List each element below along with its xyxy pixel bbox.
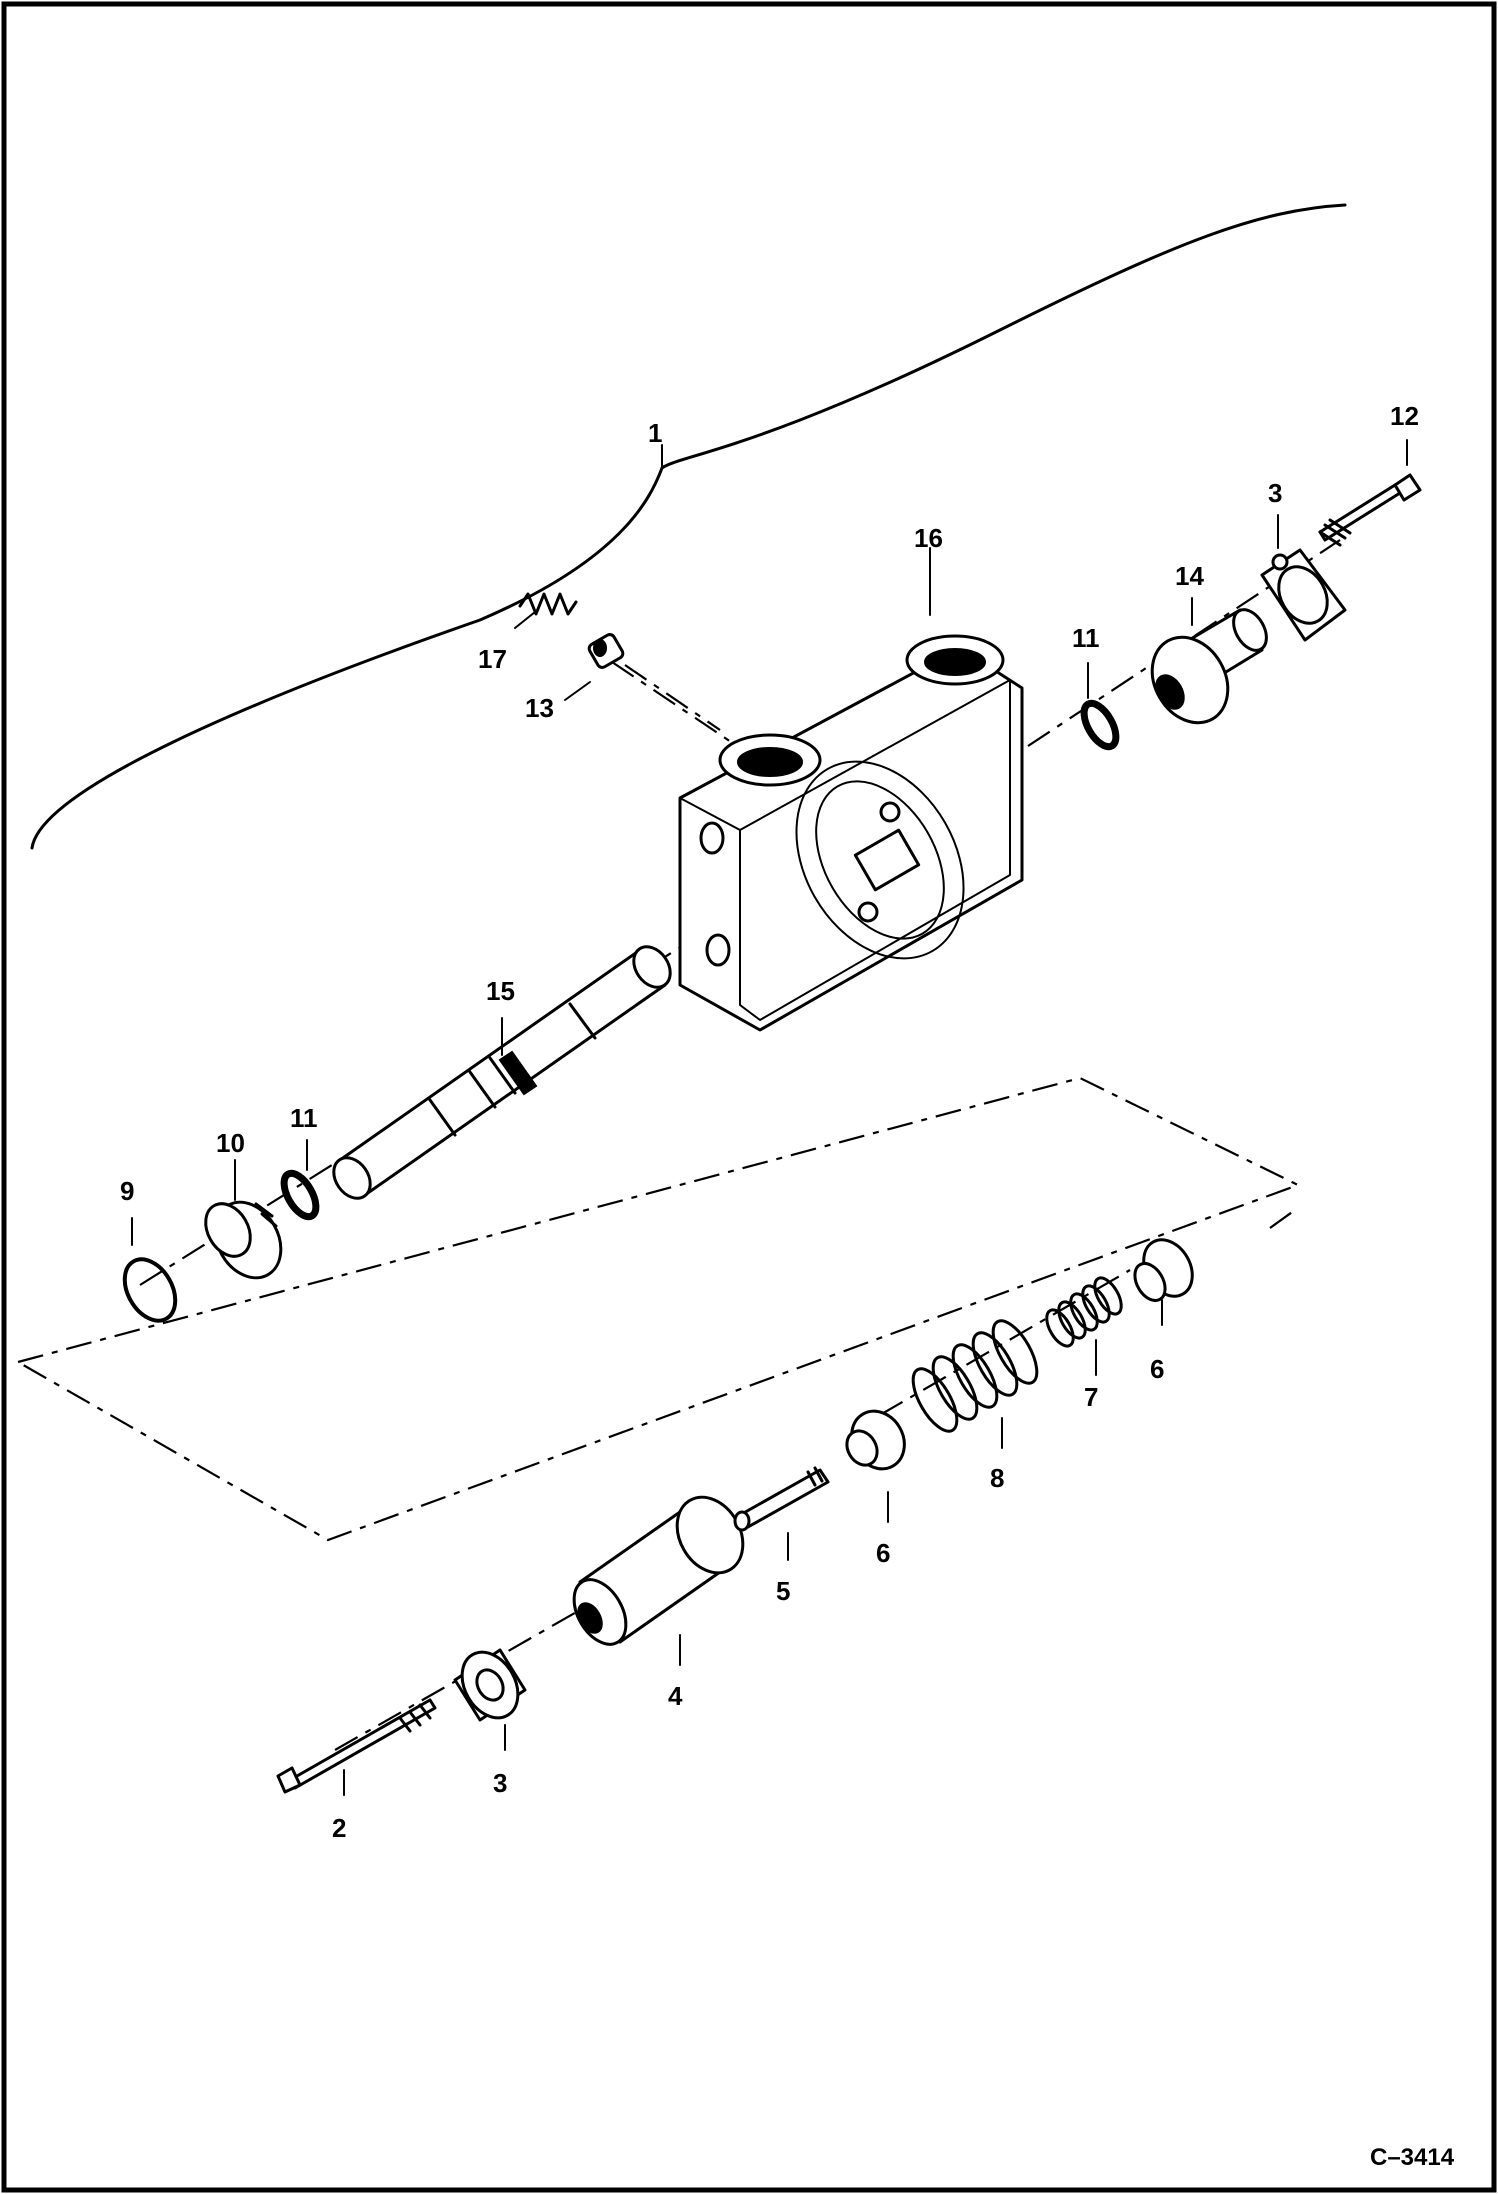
callout-14: 14 xyxy=(1175,561,1204,591)
valve-body xyxy=(678,634,1024,1032)
callout-15: 15 xyxy=(486,976,515,1006)
bolt-top xyxy=(1318,473,1422,547)
callout-9: 9 xyxy=(120,1176,134,1206)
callout-5: 5 xyxy=(776,1576,790,1606)
spring-cap-right xyxy=(1150,608,1268,725)
large-o-ring xyxy=(122,1257,178,1323)
callout-4: 4 xyxy=(668,1681,683,1711)
callout-8: 8 xyxy=(990,1463,1004,1493)
callout-2: 2 xyxy=(332,1813,346,1843)
callout-12: 12 xyxy=(1390,401,1419,431)
spool-cap xyxy=(204,1200,283,1280)
callout-3-top: 3 xyxy=(1268,478,1282,508)
callout-10: 10 xyxy=(216,1128,245,1158)
bolt-bottom xyxy=(276,1698,437,1794)
o-ring-right xyxy=(1080,699,1120,751)
callout-3-bottom: 3 xyxy=(493,1768,507,1798)
centerlines xyxy=(139,539,1341,1751)
spool xyxy=(332,945,672,1200)
callout-13: 13 xyxy=(525,693,554,723)
spring-seat-left xyxy=(845,1409,906,1471)
callout-11-left: 11 xyxy=(290,1103,318,1133)
assembly-brace xyxy=(30,203,1347,850)
callout-17: 17 xyxy=(478,644,507,674)
callout-11-right: 11 xyxy=(1072,623,1100,653)
figure-code: C–3414 xyxy=(1370,2144,1455,2171)
spring-seat-right xyxy=(1133,1238,1194,1302)
o-ring-left xyxy=(280,1169,320,1221)
small-plug xyxy=(587,633,721,731)
large-spring xyxy=(911,1319,1039,1433)
pilot-pin xyxy=(733,1466,830,1532)
callout-16: 16 xyxy=(914,523,943,553)
callout-7: 7 xyxy=(1084,1382,1098,1412)
callout-labels: 1 2 3 3 4 5 6 6 7 8 9 10 11 11 12 13 14 … xyxy=(120,401,1419,1843)
small-spring-relief xyxy=(1045,1276,1123,1348)
callout-6-left: 6 xyxy=(876,1538,890,1568)
relief-valve-housing xyxy=(572,1495,745,1646)
callout-6-right: 6 xyxy=(1150,1354,1164,1384)
leader-lines xyxy=(131,439,1408,1796)
flange-top xyxy=(1260,548,1347,642)
flange-bottom xyxy=(453,1648,527,1722)
small-spring xyxy=(518,592,578,616)
callout-1: 1 xyxy=(648,418,662,448)
